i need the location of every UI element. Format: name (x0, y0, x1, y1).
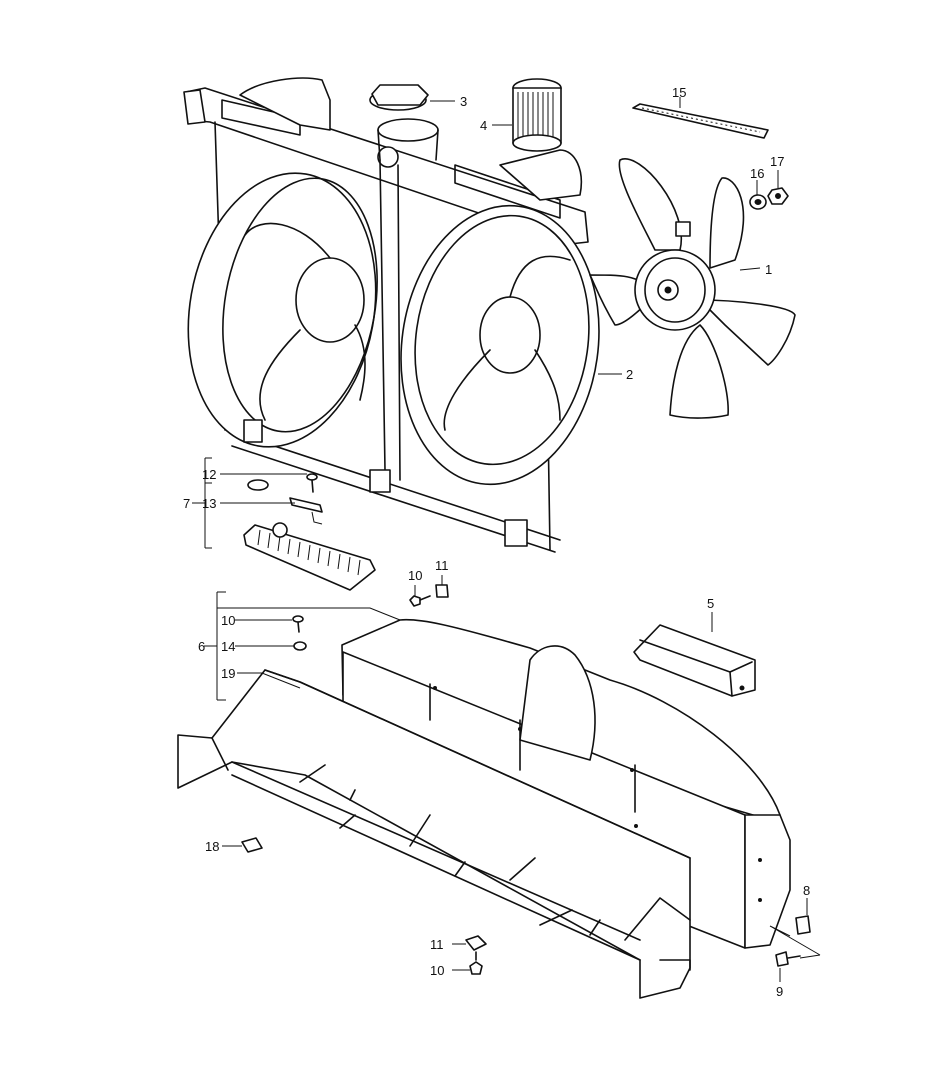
air-deflector (177, 669, 691, 999)
callout-2: 2 (626, 367, 633, 382)
callout-10-group: 10 (221, 613, 235, 628)
callout-17: 17 (770, 154, 784, 169)
callout-7: 7 (183, 496, 190, 511)
clip-nut-8 (795, 915, 811, 935)
fan-shroud (183, 77, 600, 553)
callout-1: 1 (765, 262, 772, 277)
clip-upper (435, 584, 449, 598)
bolt-9 (775, 951, 801, 967)
resistor-screw (306, 473, 318, 493)
cap (369, 84, 439, 161)
bracket (289, 497, 323, 525)
bolt-leader (769, 925, 821, 959)
leader-lines (192, 97, 808, 982)
screw-10-group (292, 615, 304, 633)
callout-10-lower: 10 (430, 963, 444, 978)
callout-4: 4 (480, 118, 487, 133)
screw-lower (469, 951, 483, 975)
callout-18: 18 (205, 839, 219, 854)
clip-lower (465, 935, 487, 951)
callout-5: 5 (707, 596, 714, 611)
resistor-washer (247, 479, 269, 491)
screw-upper (409, 595, 431, 607)
callout-16: 16 (750, 166, 764, 181)
callout-11-upper: 11 (435, 558, 449, 573)
callout-14: 14 (221, 639, 235, 654)
washer-14 (293, 641, 307, 651)
callout-10-upper: 10 (408, 568, 422, 583)
module (633, 624, 756, 697)
callout-3: 3 (460, 94, 467, 109)
clip-18 (241, 837, 263, 853)
filter (512, 78, 562, 152)
callout-9: 9 (776, 984, 783, 999)
washer-16 (749, 194, 767, 210)
callout-11-lower: 11 (430, 937, 444, 952)
fan (589, 158, 796, 419)
callout-19: 19 (221, 666, 235, 681)
callout-15: 15 (672, 85, 686, 100)
callout-8: 8 (803, 883, 810, 898)
callout-13: 13 (202, 496, 216, 511)
seal-strip (632, 103, 769, 139)
resistor-block (243, 522, 376, 591)
callout-12: 12 (202, 467, 216, 482)
nut-17 (767, 187, 789, 205)
callout-6: 6 (198, 639, 205, 654)
